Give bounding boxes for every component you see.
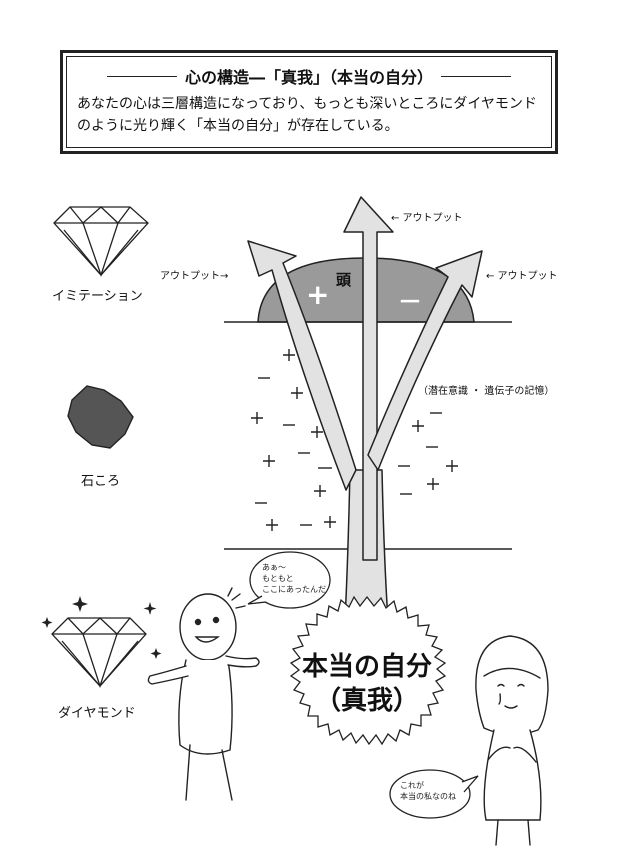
- boy-speech-line: もともと: [262, 574, 294, 583]
- stone-rock: [67, 385, 134, 449]
- arrow-right: [367, 250, 483, 471]
- boy-speech-text: あぁ～ もともと ここにあったんだ: [262, 562, 326, 595]
- boy-bubble-tail: [247, 595, 267, 605]
- header-title: 心の構造―「真我」（本当の自分）: [184, 68, 433, 87]
- core-label-line1: 本当の自分: [301, 652, 432, 682]
- boy-speech-line: ここにあったんだ: [262, 585, 326, 594]
- core-starburst: [289, 595, 447, 746]
- output-arrows: [247, 196, 483, 621]
- girl-bubble-tail: [461, 775, 479, 793]
- girl-speech-line: 本当の私なのね: [400, 792, 456, 801]
- boy-figure: [147, 587, 260, 801]
- core-label: 本当の自分 （真我）: [282, 650, 452, 718]
- head-label: 頭: [336, 271, 352, 289]
- output-label-top: ← アウトプット: [391, 213, 463, 224]
- arrow-center: [343, 196, 394, 561]
- imitation-label: イミテーション: [52, 289, 143, 304]
- diamond-label: ダイヤモンド: [58, 706, 136, 721]
- title-rule-right: [441, 75, 511, 77]
- imitation-gem: [53, 206, 149, 278]
- stone-label: 石ころ: [81, 474, 121, 489]
- core-label-line2: （真我）: [314, 686, 419, 716]
- girl-speech-text: これが 本当の私なのね: [400, 780, 456, 802]
- output-label-right: ← アウトプット: [486, 271, 558, 282]
- header-inner-frame: [66, 56, 552, 148]
- title-rule-left: [106, 75, 177, 77]
- head-minus: －: [398, 288, 422, 316]
- arrow-left: [247, 240, 357, 491]
- output-label-left: アウトプット→: [160, 271, 229, 282]
- girl-figure: [475, 635, 549, 846]
- mind-signs: [251, 349, 458, 531]
- header-description: あなたの心は三層構造になっており、もっとも深いところにダイヤモンドのように光り輝…: [77, 96, 537, 134]
- girl-speech-line: これが: [400, 781, 424, 790]
- boy-speech-bubble: [249, 551, 331, 609]
- diamond-gem: [51, 617, 147, 689]
- boy-speech-line: あぁ～: [262, 563, 286, 572]
- head-plus: +: [306, 278, 330, 311]
- subconscious-label: （潜在意識 ・ 遺伝子の記憶）: [418, 386, 555, 397]
- header-box: 心の構造―「真我」（本当の自分） あなたの心は三層構造になっており、もっとも深い…: [60, 50, 558, 154]
- sparkle-icons: [41, 596, 162, 659]
- header-title-row: 心の構造―「真我」（本当の自分）: [63, 65, 555, 87]
- girl-speech-bubble: [389, 769, 471, 819]
